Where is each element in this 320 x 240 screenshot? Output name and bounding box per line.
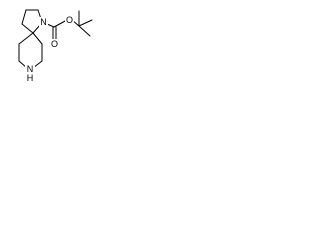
- bond-pyrrolidine-c4-spiro: [21, 23, 34, 34]
- bond-carbonyl-o-ester: [53, 19, 68, 28]
- bond-spiro-n1: [32, 24, 41, 34]
- atom-o-carbonyl-label: O: [51, 39, 58, 49]
- bond-pyrrolidine-c3-c4: [21, 9, 27, 25]
- atom-o-carbonyl: O: [50, 39, 59, 49]
- atom-o-ester: O: [65, 15, 74, 25]
- atom-o-ester-label: O: [66, 15, 73, 25]
- bond-tbu-methyl-down: [78, 25, 91, 37]
- atom-n1-label: N: [40, 17, 47, 27]
- bond-spiro-c-right: [32, 32, 43, 45]
- atom-nh: N H: [25, 64, 35, 83]
- atom-n1: N: [39, 17, 48, 27]
- bond-c-left-spiro: [18, 32, 34, 45]
- atom-nh-h-label: H: [27, 73, 34, 83]
- bond-n1-carbonyl-c: [46, 23, 55, 28]
- atom-nh-n-label: N: [27, 64, 34, 74]
- chemical-structure-diagram: N O O N H: [18, 9, 93, 83]
- bond-tbu-methyl-right: [78, 19, 93, 27]
